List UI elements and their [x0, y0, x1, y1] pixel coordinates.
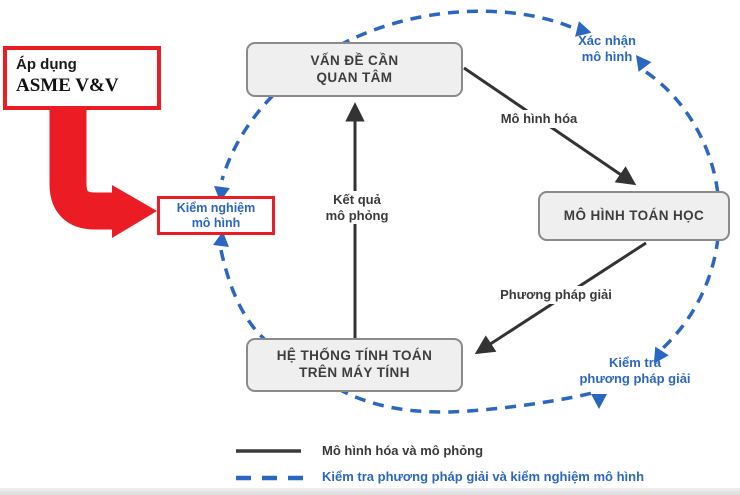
label-solution-verification: Kiểm tra phương pháp giải	[549, 355, 721, 388]
dashed-arrowheads	[213, 21, 669, 409]
asme-callout-line2: ASME V&V	[16, 75, 119, 96]
legend-dashed-label: Kiểm tra phương pháp giải và kiểm nghiệm…	[322, 469, 645, 484]
arrowhead-to-verification-right	[653, 346, 669, 364]
edge-label-simulation-results: Kết quả mô phỏng	[302, 191, 412, 225]
label-model-qualification: Xác nhận mô hình	[556, 33, 658, 66]
red-arrowhead	[112, 185, 157, 238]
asme-callout-box: Áp dụng ASME V&V	[3, 46, 161, 110]
label-verification-line2: phương pháp giải	[579, 371, 691, 387]
model-validation-line2: mô hình	[191, 215, 241, 230]
legend-solid-label: Mô hình hóa và mô phỏng	[322, 443, 484, 458]
model-validation-line1: Kiểm nghiệm	[176, 200, 256, 215]
red-bent-arrow	[49, 108, 157, 238]
edge-label-solution-method: Phương pháp giải	[478, 286, 634, 304]
node-computer-system: HỆ THỐNG TÍNH TOÁN TRÊN MÁY TÍNH	[246, 338, 463, 392]
dashed-arc-bottom-left	[219, 249, 593, 414]
edge-label-results-line2: mô phỏng	[325, 207, 389, 223]
bottom-crop-artifact	[0, 488, 740, 495]
arrowhead-to-qualification-right	[635, 55, 652, 72]
node-math-label: MÔ HÌNH TOÁN HỌC	[563, 207, 705, 223]
arrowhead-to-verification-bottom	[591, 394, 607, 409]
node-problem-line2: QUAN TÂM	[316, 69, 393, 85]
label-qualification-line1: Xác nhận	[578, 33, 636, 48]
asme-callout-line1: Áp dụng	[16, 56, 77, 73]
model-validation-box: Kiểm nghiệm mô hình	[157, 196, 275, 235]
arrowhead-into-validation-bottom	[213, 231, 229, 247]
node-computer-line1: HỆ THỐNG TÍNH TOÁN	[276, 348, 433, 364]
node-mathematical-model: MÔ HÌNH TOÁN HỌC	[538, 191, 730, 241]
dashed-arc-top-left	[220, 9, 572, 181]
edge-label-results-line1: Kết quả	[333, 192, 381, 207]
node-problem-of-interest: VẤN ĐỀ CẦN QUAN TÂM	[246, 42, 463, 97]
label-verification-line1: Kiểm tra	[608, 355, 662, 370]
dashed-cycle	[219, 9, 721, 414]
node-problem-line1: VẤN ĐỀ CẦN	[310, 52, 399, 68]
node-computer-line2: TRÊN MÁY TÍNH	[299, 365, 410, 380]
arrowhead-into-validation-top	[214, 186, 230, 202]
edge-label-modeling: Mô hình hóa	[478, 110, 600, 128]
dashed-arc-right	[645, 70, 721, 350]
label-qualification-line2: mô hình	[581, 49, 633, 65]
arrowhead-to-qualification-top	[575, 21, 592, 37]
